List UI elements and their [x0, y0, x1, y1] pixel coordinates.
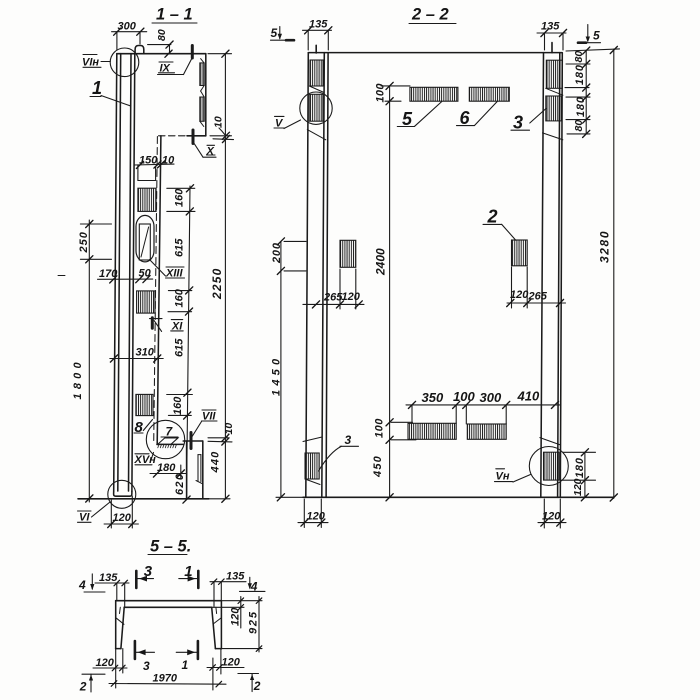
svg-text:180: 180 — [157, 462, 176, 474]
svg-text:120: 120 — [96, 657, 115, 669]
svg-text:120: 120 — [542, 511, 561, 523]
svg-text:450: 450 — [372, 455, 384, 478]
svg-text:80: 80 — [156, 29, 168, 41]
svg-text:6: 6 — [460, 108, 471, 128]
svg-text:1: 1 — [182, 658, 189, 672]
svg-text:5: 5 — [402, 109, 413, 129]
svg-text:2250: 2250 — [210, 268, 224, 301]
svg-text:135: 135 — [226, 571, 245, 583]
svg-text:120: 120 — [222, 657, 241, 669]
svg-text:620: 620 — [174, 473, 186, 495]
svg-text:VIн: VIн — [82, 57, 99, 69]
svg-text:310: 310 — [136, 347, 155, 359]
svg-text:1450: 1450 — [271, 355, 283, 396]
svg-text:X: X — [206, 146, 215, 158]
svg-text:135: 135 — [99, 572, 118, 584]
svg-text:160: 160 — [172, 396, 184, 415]
svg-text:200: 200 — [271, 242, 283, 264]
svg-text:350: 350 — [422, 390, 444, 405]
svg-text:3: 3 — [143, 659, 150, 673]
svg-text:180: 180 — [575, 96, 587, 117]
svg-text:80: 80 — [573, 120, 585, 132]
svg-text:250: 250 — [78, 231, 90, 253]
svg-text:615: 615 — [174, 238, 186, 257]
svg-text:10: 10 — [213, 116, 225, 128]
svg-text:410: 410 — [517, 389, 540, 404]
svg-text:265: 265 — [323, 292, 343, 304]
svg-text:VII: VII — [202, 411, 216, 423]
svg-text:XIII: XIII — [165, 268, 183, 280]
svg-text:120: 120 — [342, 291, 361, 303]
svg-text:2400: 2400 — [374, 248, 388, 276]
svg-text:8: 8 — [135, 419, 144, 436]
svg-text:3: 3 — [144, 563, 153, 580]
svg-text:10: 10 — [162, 155, 175, 167]
svg-text:2: 2 — [253, 679, 261, 693]
svg-text:440: 440 — [210, 451, 222, 474]
svg-text:2 – 2: 2 – 2 — [411, 6, 449, 24]
svg-text:VI: VI — [79, 512, 90, 524]
svg-text:1: 1 — [92, 78, 102, 98]
svg-text:150: 150 — [139, 155, 158, 167]
svg-text:XVн: XVн — [134, 454, 157, 466]
svg-text:5: 5 — [271, 26, 278, 40]
svg-text:80: 80 — [573, 51, 585, 63]
svg-text:50: 50 — [139, 268, 152, 280]
svg-text:135: 135 — [309, 19, 328, 31]
svg-text:100: 100 — [453, 389, 475, 404]
svg-text:XI: XI — [171, 320, 183, 332]
svg-text:925: 925 — [248, 610, 260, 634]
svg-text:615: 615 — [174, 338, 186, 357]
svg-text:180: 180 — [574, 457, 586, 478]
svg-text:5 – 5.: 5 – 5. — [150, 538, 191, 556]
svg-text:IX: IX — [160, 63, 171, 75]
svg-text:160: 160 — [174, 188, 186, 207]
svg-text:7: 7 — [166, 425, 174, 439]
svg-text:300: 300 — [118, 21, 137, 33]
svg-text:1 – 1: 1 – 1 — [156, 6, 193, 24]
svg-text:265: 265 — [528, 291, 548, 303]
svg-text:120: 120 — [572, 478, 584, 496]
svg-text:3: 3 — [513, 113, 523, 133]
svg-text:180: 180 — [574, 64, 586, 85]
svg-text:120: 120 — [230, 607, 242, 626]
svg-text:135: 135 — [541, 21, 560, 33]
svg-text:2: 2 — [79, 680, 87, 694]
svg-text:3: 3 — [345, 433, 352, 447]
svg-text:120: 120 — [510, 289, 529, 301]
svg-text:300: 300 — [480, 390, 502, 405]
svg-text:4: 4 — [78, 578, 86, 592]
svg-text:V: V — [275, 118, 284, 130]
svg-text:160: 160 — [174, 288, 186, 307]
svg-text:1800: 1800 — [72, 358, 84, 399]
svg-text:1970: 1970 — [153, 673, 178, 685]
svg-text:4: 4 — [250, 580, 258, 594]
svg-text:100: 100 — [374, 418, 386, 438]
svg-text:5: 5 — [593, 29, 600, 43]
svg-text:120: 120 — [113, 512, 132, 524]
svg-text:1: 1 — [184, 563, 192, 580]
svg-text:2: 2 — [487, 207, 498, 227]
svg-text:120: 120 — [307, 511, 326, 523]
svg-text:Vн: Vн — [496, 471, 510, 483]
svg-text:170: 170 — [99, 268, 118, 280]
svg-text:100: 100 — [375, 83, 387, 103]
svg-text:3280: 3280 — [598, 230, 612, 263]
svg-text:10: 10 — [223, 423, 235, 435]
